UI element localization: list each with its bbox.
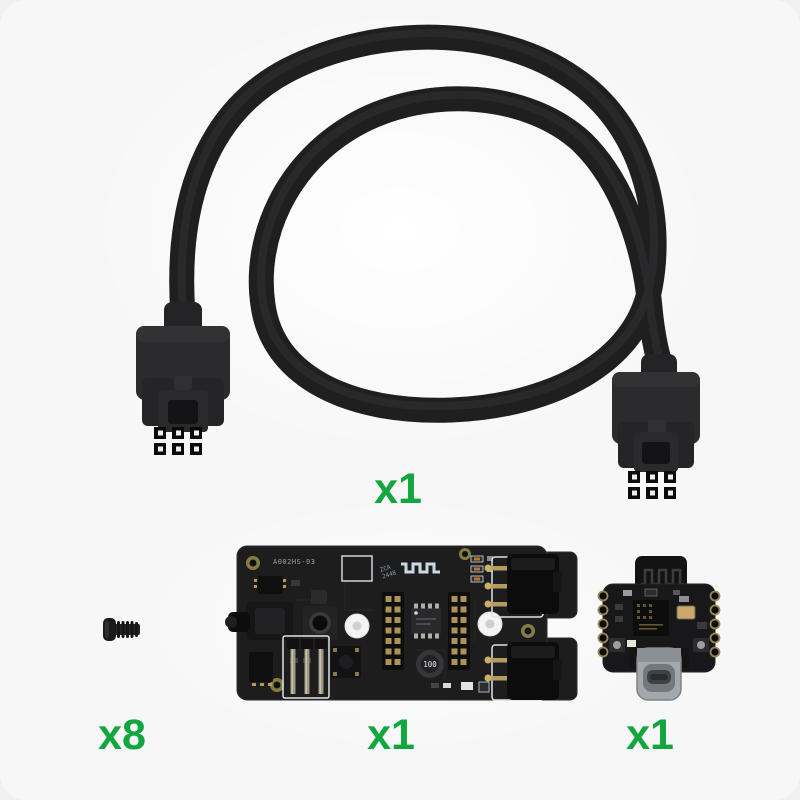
cable-connector-left — [136, 302, 230, 455]
module-components — [615, 588, 707, 647]
cable-connector-right — [612, 354, 700, 499]
pcb-mounting-holes — [246, 548, 535, 692]
connector-pins-right — [628, 471, 676, 499]
castellations — [597, 590, 721, 658]
terminal-prongs — [282, 635, 330, 699]
module-button-right — [693, 638, 709, 652]
pcb-small-ics — [249, 576, 361, 686]
usb-c-port — [629, 647, 689, 701]
soic-chip — [411, 603, 441, 639]
screw-image — [103, 618, 140, 641]
module-button-left — [609, 638, 625, 652]
pcb-standoffs — [344, 611, 503, 639]
audio-jack — [225, 602, 293, 640]
screw-icon — [103, 618, 140, 641]
inductor: 100 — [416, 650, 444, 678]
controller-board-image: A002HS-03 ZCA 2448 — [225, 545, 578, 701]
screw-quantity-label: x8 — [98, 711, 146, 759]
usb-module-image — [597, 556, 721, 701]
board-quantity-label: x1 — [367, 711, 415, 759]
cable-coil — [169, 24, 675, 423]
tact-button — [303, 590, 337, 640]
module-quantity-label: x1 — [626, 711, 674, 759]
power-cable-image — [136, 24, 700, 499]
board-connector-top — [484, 554, 562, 618]
connector-pins-left — [154, 427, 202, 455]
cable-quantity-label: x1 — [374, 465, 422, 513]
board-connector-bottom — [484, 642, 562, 701]
svg-text:ZCA: ZCA — [379, 564, 392, 574]
header-pins — [382, 592, 470, 670]
pcb-silkscreen-square — [341, 555, 373, 582]
svg-text:100: 100 — [423, 660, 437, 669]
waveform-logo — [401, 562, 440, 574]
pcb-part-number: A002HS-03 — [273, 558, 315, 566]
svg-text:2448: 2448 — [381, 569, 397, 580]
pcb-logo-text: ZCA 2448 — [379, 564, 397, 581]
